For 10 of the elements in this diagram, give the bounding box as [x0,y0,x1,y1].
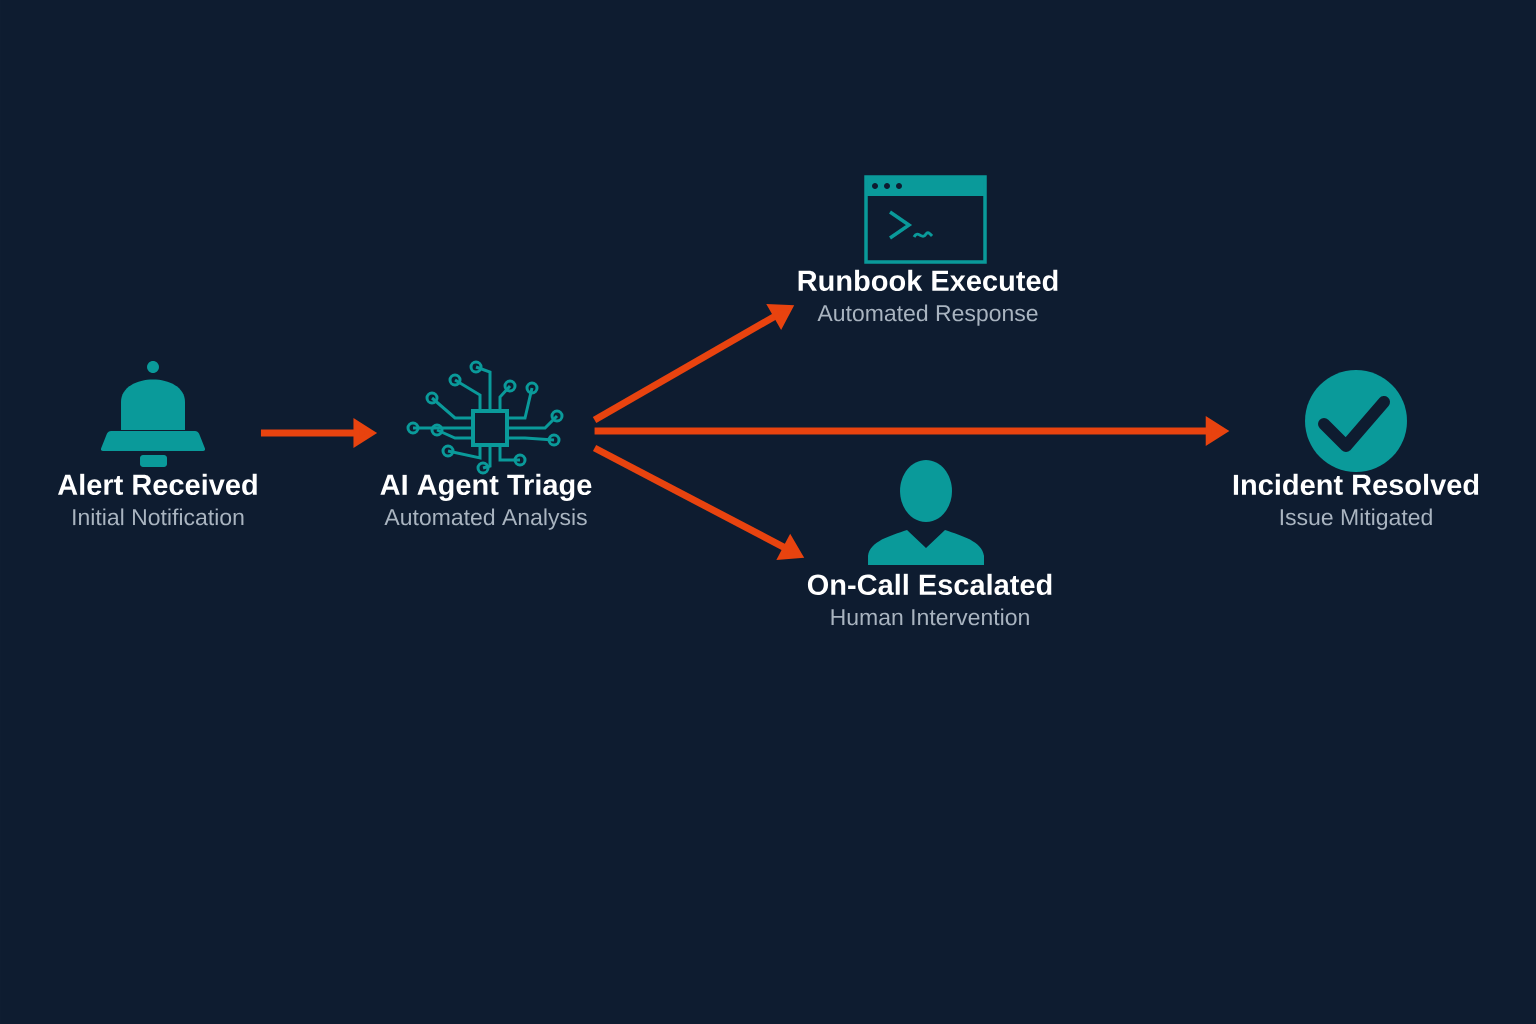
node-subtitle: Automated Analysis [384,508,587,530]
node-title: Incident Resolved [1233,473,1479,496]
node-subtitle: Issue Mitigated [1280,508,1432,530]
node-subtitle: Automated Response [817,304,1038,326]
node-subtitle: Human Intervention [831,608,1029,626]
node-title: Alert Received [58,473,257,496]
node-title: AI Agent Triage [380,473,592,501]
node-subtitle: Initial Notification [73,508,244,526]
node-title: Runbook Executed [798,269,1058,292]
node-title: On-Call Escalated [807,573,1052,596]
